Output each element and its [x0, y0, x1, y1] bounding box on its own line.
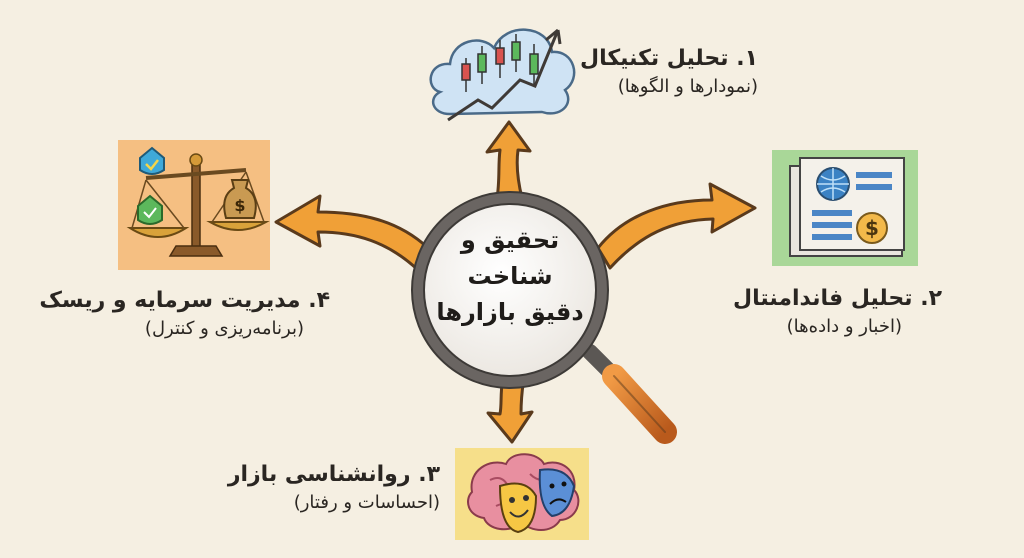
item-3-title: ۳. روانشناسی بازار	[227, 462, 440, 487]
brain-theater-masks-icon	[455, 448, 589, 540]
center-title: تحقیق و شناخت دقیق بازارها	[425, 222, 595, 330]
item-4-label: ۴. مدیریت سرمایه و ریسک (برنامه‌ریزی و ک…	[39, 286, 330, 342]
arrow-left	[274, 194, 430, 272]
item-3-label: ۳. روانشناسی بازار (احساسات و رفتار)	[228, 460, 440, 516]
dollar-sign-text: $	[865, 216, 879, 240]
magnifier-lens	[411, 191, 609, 389]
center-title-line-1: تحقیق و	[460, 226, 560, 254]
arrow-up	[485, 120, 532, 200]
item-2-title: ۲. تحلیل فاندامنتال	[733, 286, 942, 311]
item-4-title: ۴. مدیریت سرمایه و ریسک	[39, 288, 330, 313]
moneybag-dollar-text: $	[234, 196, 245, 215]
item-1-subtitle: (نمودارها و الگوها)	[617, 76, 758, 97]
item-4-subtitle: (برنامه‌ریزی و کنترل)	[144, 318, 304, 339]
item-1-title: ۱. تحلیل تکنیکال	[579, 46, 758, 71]
center-title-line-2: شناخت	[467, 262, 553, 290]
candlestick-chart-cloud-icon	[429, 28, 576, 122]
arrow-right	[596, 182, 757, 270]
item-2-subtitle: (اخبار و داده‌ها)	[786, 316, 902, 337]
magnifier-handle	[582, 344, 677, 444]
item-1-label: ۱. تحلیل تکنیکال (نمودارها و الگوها)	[580, 44, 758, 100]
balance-scale-shield-moneybag-icon: $	[118, 140, 270, 270]
item-3-subtitle: (احساسات و رفتار)	[293, 492, 440, 513]
item-2-label: ۲. تحلیل فاندامنتال (اخبار و داده‌ها)	[733, 284, 942, 340]
center-title-line-3: دقیق بازارها	[436, 298, 584, 326]
newspaper-globe-dollar-icon: $	[772, 150, 918, 266]
